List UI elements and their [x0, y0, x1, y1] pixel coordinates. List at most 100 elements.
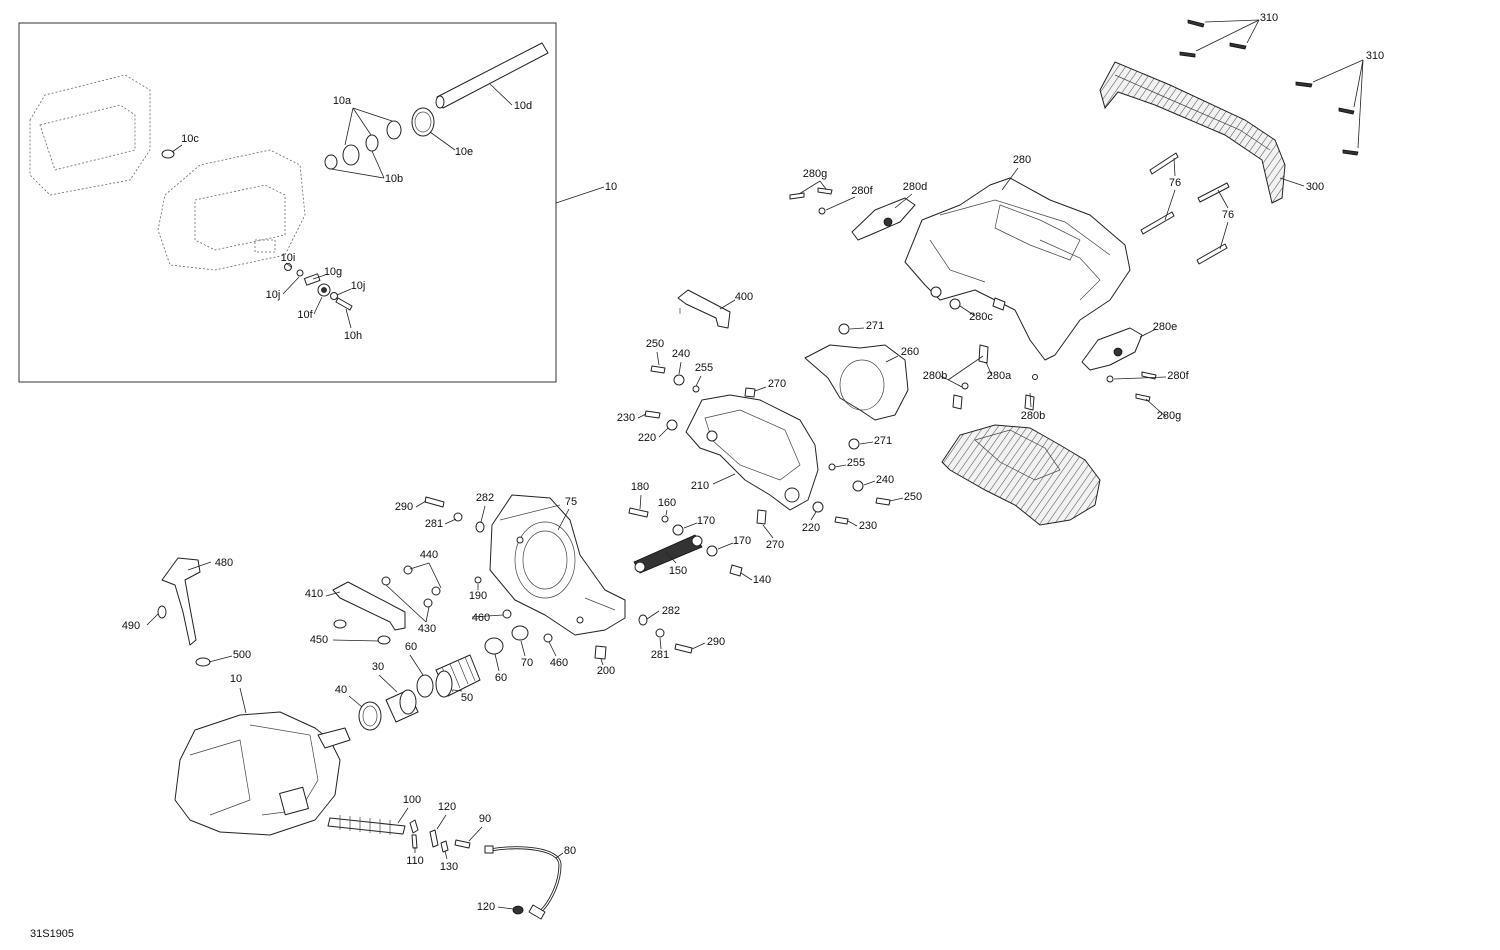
callout-c250-a: 250: [646, 338, 664, 350]
callout-c10i: 10i: [281, 252, 296, 264]
callout-c500: 500: [233, 649, 251, 661]
callout-c280e: 280e: [1153, 321, 1177, 333]
callout-c280d: 280d: [903, 181, 927, 193]
callout-c76-a: 76: [1169, 177, 1181, 189]
figure-code: 31S1905: [30, 928, 74, 940]
callout-c120-a: 120: [438, 801, 456, 813]
callout-c450: 450: [310, 634, 328, 646]
lower-cover-part: [941, 424, 1101, 526]
callout-c280f-a: 280f: [851, 185, 873, 197]
callout-c400: 400: [735, 291, 753, 303]
strap-480: [157, 557, 211, 667]
callout-c76-b: 76: [1222, 209, 1234, 221]
callout-c410: 410: [305, 588, 323, 600]
callout-c280g-a: 280g: [803, 168, 827, 180]
callout-c100: 100: [403, 794, 421, 806]
callout-c180: 180: [631, 481, 649, 493]
callout-c255-b: 255: [847, 457, 865, 469]
callout-c480: 480: [215, 557, 233, 569]
bracket-280d: [851, 197, 916, 241]
hardware-280: [789, 187, 1157, 411]
callout-c10d: 10d: [514, 100, 532, 112]
callout-c130: 130: [440, 861, 458, 873]
callout-c270-b: 270: [766, 539, 784, 551]
callout-c490: 490: [122, 620, 140, 632]
plate-400: [677, 289, 731, 329]
seal-ring-10e: [411, 107, 435, 137]
callout-c110: 110: [406, 855, 424, 867]
callout-c170-b: 170: [733, 535, 751, 547]
callout-c460-a: 460: [472, 612, 490, 624]
callout-c40: 40: [335, 684, 347, 696]
callout-c10-main: 10: [230, 673, 242, 685]
bolts-310: [1179, 19, 1359, 156]
callout-c250-b: 250: [904, 491, 922, 503]
housing-75: [489, 494, 626, 636]
callout-c240-a: 240: [672, 348, 690, 360]
callout-c271-b: 271: [874, 435, 892, 447]
callout-c282-a: 282: [476, 492, 494, 504]
callout-c50: 50: [461, 692, 473, 704]
callout-c10g: 10g: [324, 266, 342, 278]
bellows-50: [435, 654, 481, 698]
kit-box: [18, 22, 557, 383]
callout-c10a: 10a: [333, 95, 352, 107]
callout-c290-a: 290: [395, 501, 413, 513]
callout-c460-b: 460: [550, 657, 568, 669]
callout-c10f: 10f: [297, 309, 313, 321]
callout-c280a: 280a: [987, 370, 1012, 382]
bolts-76: [1140, 152, 1230, 265]
callout-c210: 210: [691, 480, 709, 492]
callout-c10c: 10c: [181, 133, 199, 145]
callout-c60-a: 60: [405, 641, 417, 653]
plate-410: [332, 565, 441, 645]
bracket-280e: [1081, 327, 1143, 371]
callout-c280g-b: 280g: [1157, 410, 1181, 422]
callout-c120-b: 120: [477, 901, 495, 913]
kit-housing-ghost: [29, 74, 306, 271]
o-ring-10c: [161, 149, 175, 159]
callout-c160: 160: [658, 497, 676, 509]
callout-c10j-a: 10j: [266, 289, 281, 301]
callout-c271-a: 271: [866, 320, 884, 332]
callout-c190: 190: [469, 590, 487, 602]
callout-c90: 90: [479, 813, 491, 825]
callout-c30: 30: [372, 661, 384, 673]
callout-c10h: 10h: [344, 330, 362, 342]
hardware-210: [644, 365, 891, 525]
callout-c240-b: 240: [876, 474, 894, 486]
callout-c10b: 10b: [385, 173, 403, 185]
callout-c270-a: 270: [768, 378, 786, 390]
callout-c220-a: 220: [638, 432, 656, 444]
callout-c280b-b: 280b: [1021, 410, 1045, 422]
callout-c280f-b: 280f: [1167, 370, 1189, 382]
callout-c170-a: 170: [697, 515, 715, 527]
callout-c280: 280: [1013, 154, 1031, 166]
callout-c150: 150: [669, 565, 687, 577]
callout-c290-b: 290: [707, 636, 725, 648]
callout-c75: 75: [565, 496, 577, 508]
callout-c10-kit: 10: [605, 181, 617, 193]
cable-80: [484, 845, 562, 920]
callout-c310-b: 310: [1366, 50, 1384, 62]
callout-c300: 300: [1306, 181, 1324, 193]
shaft-10d: [435, 42, 549, 109]
callout-c255-a: 255: [695, 362, 713, 374]
callout-c70: 70: [521, 657, 533, 669]
o-rings-10a-10b: [324, 120, 402, 170]
callout-c282-b: 282: [662, 605, 680, 617]
small-parts-110-130: [411, 829, 471, 853]
hardware-75: [424, 496, 693, 660]
main-assembly-10: [174, 711, 351, 836]
callout-c430: 430: [418, 623, 436, 635]
spring-100: [327, 815, 419, 835]
callout-c260: 260: [901, 346, 919, 358]
callout-c80: 80: [564, 845, 576, 857]
callout-labels: 1010a10b10c10d10e10i10g10j10j10f10h31031…: [122, 12, 1384, 913]
callout-c140: 140: [753, 574, 771, 586]
callout-c310-a: 310: [1260, 12, 1278, 24]
bolt-kit-10f-10j: [284, 263, 353, 311]
callout-c440: 440: [420, 549, 438, 561]
coupler-30-40: [358, 689, 419, 731]
